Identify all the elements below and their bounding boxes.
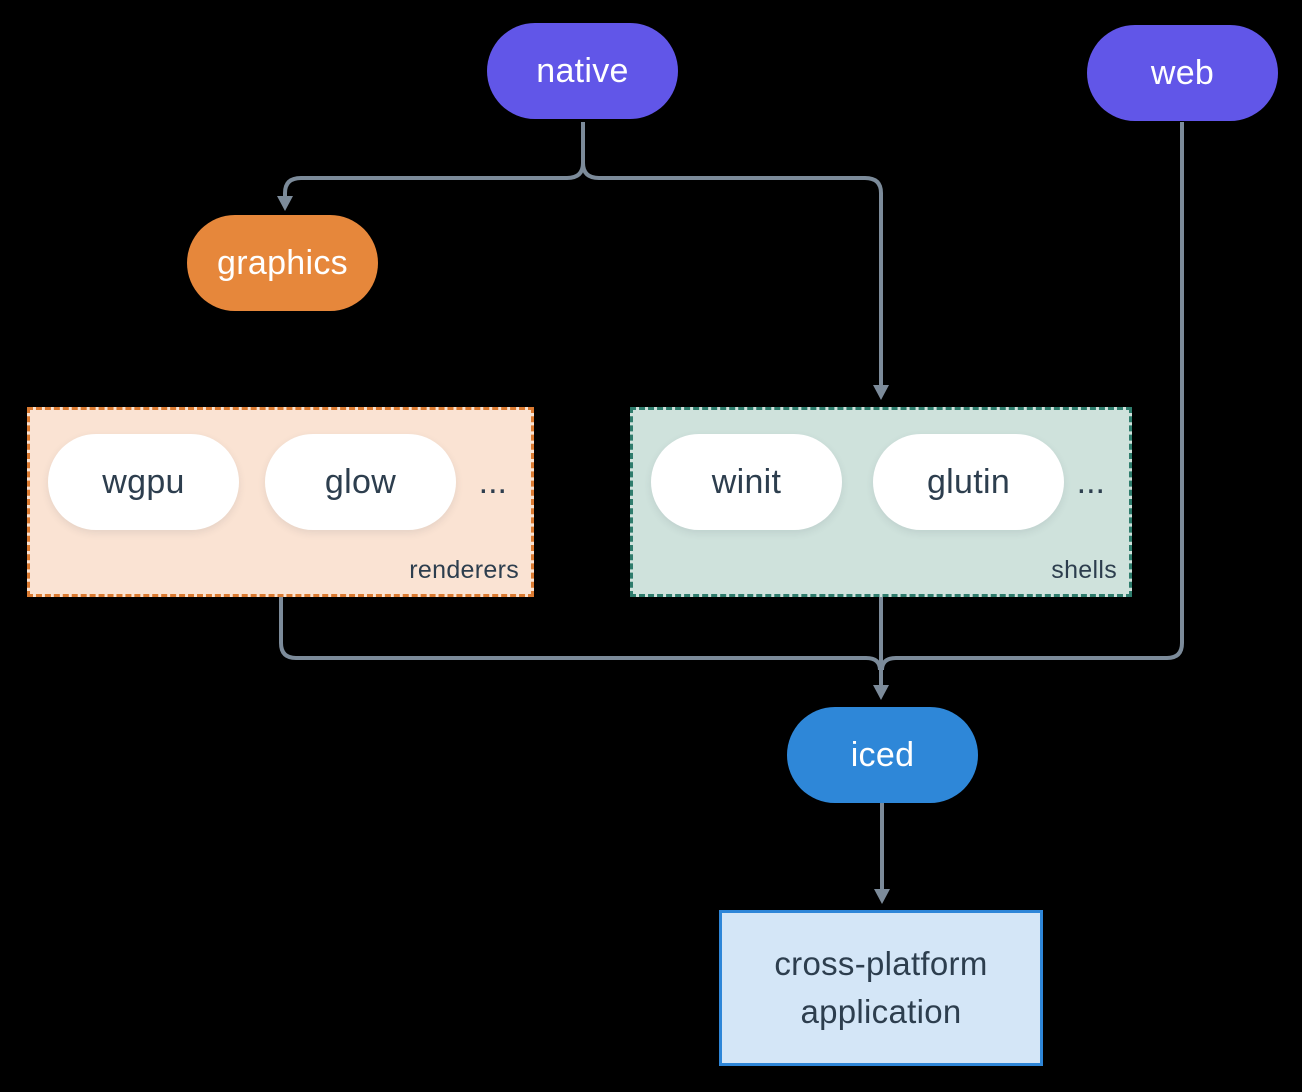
arrowhead-shells — [873, 385, 889, 400]
shells-ellipsis: ... — [1076, 462, 1105, 501]
arrowhead-graphics — [277, 196, 293, 211]
edge-native-to-shells — [581, 162, 883, 386]
node-wgpu-label: wgpu — [102, 462, 185, 501]
edge-web-to-iced — [880, 122, 1184, 671]
edge-renderers-to-iced — [279, 597, 882, 671]
group-shells: winit glutin ... shells — [630, 407, 1132, 597]
arrowhead-app — [874, 889, 890, 904]
node-graphics: graphics — [187, 215, 378, 311]
node-iced: iced — [787, 707, 978, 803]
node-iced-label: iced — [850, 735, 915, 774]
node-native-label: native — [536, 51, 629, 90]
renderers-group-label: renderers — [409, 556, 519, 584]
node-web: web — [1087, 25, 1278, 121]
group-renderers: wgpu glow ... renderers — [27, 407, 534, 597]
node-application-label: cross-platform application — [774, 945, 988, 1030]
renderers-ellipsis: ... — [478, 462, 507, 501]
shells-group-label: shells — [1051, 556, 1117, 584]
node-graphics-label: graphics — [217, 243, 348, 282]
node-glow-label: glow — [324, 462, 397, 501]
node-winit: winit — [651, 434, 842, 530]
node-cross-platform-application: cross-platform application — [719, 910, 1043, 1066]
node-glutin: glutin — [873, 434, 1064, 530]
node-glutin-label: glutin — [926, 462, 1011, 501]
node-winit-label: winit — [711, 462, 782, 501]
node-wgpu: wgpu — [48, 434, 239, 530]
arrowhead-iced — [873, 685, 889, 700]
edge-native-to-graphics — [283, 162, 585, 197]
node-glow: glow — [265, 434, 456, 530]
node-native: native — [487, 23, 678, 119]
node-web-label: web — [1150, 53, 1215, 92]
